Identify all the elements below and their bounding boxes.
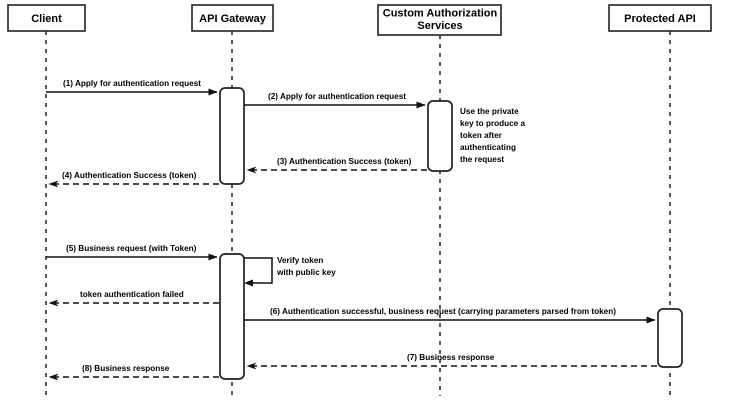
message-6-label: (6) Authentication successful, business … (270, 307, 616, 316)
lifeline-label-client: Client (31, 13, 62, 25)
message-self-verify-token-label-line1: Verify token (277, 256, 323, 265)
lifeline-box-custom-auth[interactable] (377, 4, 502, 36)
lifeline-header-custom-auth[interactable]: Custom Authorization Services (377, 4, 502, 36)
message-7-label: (7) Business response (407, 353, 495, 362)
message-2-label: (2) Apply for authentication request (268, 92, 406, 101)
activation-bar-gateway-auth (219, 87, 245, 185)
message-1-label: (1) Apply for authentication request (63, 79, 201, 88)
activation-bar-auth-service (427, 100, 453, 172)
lifeline-box-protected-api[interactable] (608, 4, 712, 32)
lifeline-label-api-gateway: API Gateway (199, 13, 267, 25)
lifeline-header-client[interactable]: Client (7, 4, 86, 32)
note-private-key-line-5: the request (460, 155, 504, 164)
message-self-verify-token[interactable]: Verify token with public key (244, 256, 336, 287)
message-token-authentication-failed[interactable]: token authentication failed (48, 290, 219, 307)
message-7[interactable]: (7) Business response (246, 353, 657, 370)
lifeline-header-api-gateway[interactable]: API Gateway (191, 4, 274, 32)
activation-bar-protected-api-handle (657, 308, 683, 368)
note-private-key-line-2: key to produce a (460, 119, 526, 128)
message-4[interactable]: (4) Authentication Success (token) (48, 171, 219, 188)
activation-bars (219, 87, 683, 380)
lifeline-label-custom-auth-line1: Custom Authorization (383, 7, 498, 19)
message-6[interactable]: (6) Authentication successful, business … (244, 307, 656, 324)
message-8[interactable]: (8) Business response (48, 364, 219, 381)
note-private-key-line-4: authenticating (460, 143, 516, 152)
message-token-authentication-failed-label: token authentication failed (80, 290, 184, 299)
message-1[interactable]: (1) Apply for authentication request (46, 79, 218, 96)
message-self-verify-token-path (244, 257, 273, 284)
message-8-label: (8) Business response (82, 364, 170, 373)
message-4-label: (4) Authentication Success (token) (62, 171, 197, 180)
lifeline-header-protected-api[interactable]: Protected API (608, 4, 712, 32)
message-5[interactable]: (5) Business request (with Token) (46, 244, 218, 261)
message-self-verify-token-arrowhead (244, 279, 253, 287)
message-self-verify-token-label-line2: with public key (276, 268, 336, 277)
lifeline-box-client[interactable] (7, 4, 86, 32)
note-private-key-line-1: Use the private (460, 107, 519, 116)
message-2[interactable]: (2) Apply for authentication request (244, 92, 426, 109)
lifeline-label-custom-auth-line2: Services (417, 20, 462, 32)
message-3-label: (3) Authentication Success (token) (277, 157, 412, 166)
lifeline-lines (45, 31, 671, 396)
lifeline-label-protected-api: Protected API (624, 13, 696, 25)
activation-bar-gateway-business (219, 253, 245, 380)
note-private-key: Use the private key to produce a token a… (460, 107, 526, 164)
message-3[interactable]: (3) Authentication Success (token) (246, 157, 427, 174)
lifeline-box-api-gateway[interactable] (191, 4, 274, 32)
note-private-key-line-3: token after (460, 131, 503, 140)
message-5-label: (5) Business request (with Token) (66, 244, 197, 253)
